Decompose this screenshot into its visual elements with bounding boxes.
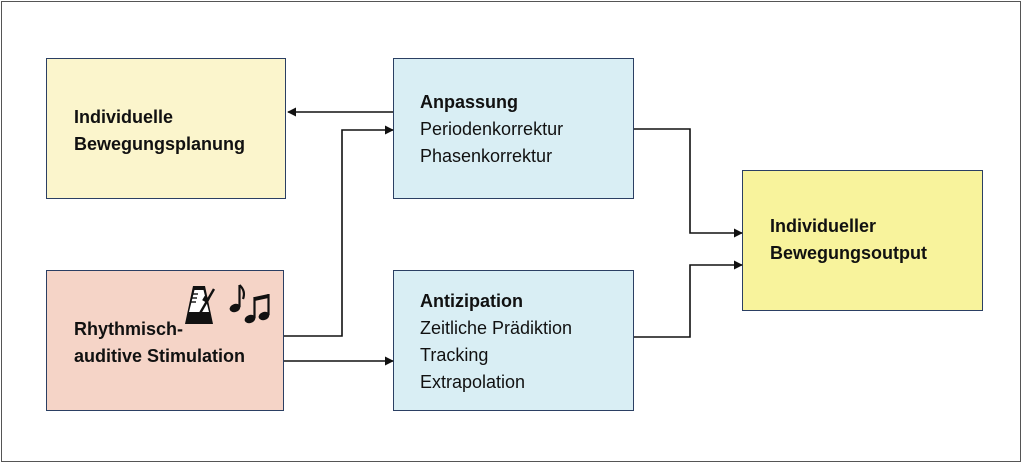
output-title-line-2: Bewegungsoutput — [770, 243, 927, 263]
anticipation-item: Extrapolation — [420, 372, 526, 392]
planning-title-line-1: Individuelle — [74, 107, 174, 127]
anticipation-item: Tracking — [420, 345, 489, 365]
adaptation-box: Anpassung Periodenkorrektur Phasenkorrek… — [393, 58, 634, 199]
anticipation-box: Antizipation Zeitliche Prädiktion Tracki… — [393, 270, 634, 411]
music-notes-icon — [229, 284, 270, 324]
planning-title-line-2: Bewegungsplanung — [74, 134, 245, 154]
metronome-icon — [185, 286, 216, 324]
adaptation-item: Phasenkorrektur — [420, 146, 553, 166]
anticipation-item: Zeitliche Prädiktion — [420, 318, 573, 338]
adaptation-title: Anpassung — [420, 92, 519, 112]
movement-output-box: Individueller Bewegungsoutput — [742, 170, 983, 311]
arrow-stimulation-to-adaptation — [284, 125, 394, 337]
movement-planning-box: Individuelle Bewegungsplanung — [46, 58, 286, 199]
output-title-line-1: Individueller — [770, 216, 877, 236]
stimulation-title-line-1: Rhythmisch- — [74, 319, 184, 339]
adaptation-item: Periodenkorrektur — [420, 119, 564, 139]
arrow-adaptation-to-output — [634, 128, 743, 238]
anticipation-title: Antizipation — [420, 291, 523, 311]
stimulation-title-line-2: auditive Stimulation — [74, 346, 246, 366]
arrow-anticipation-to-output — [634, 260, 743, 338]
